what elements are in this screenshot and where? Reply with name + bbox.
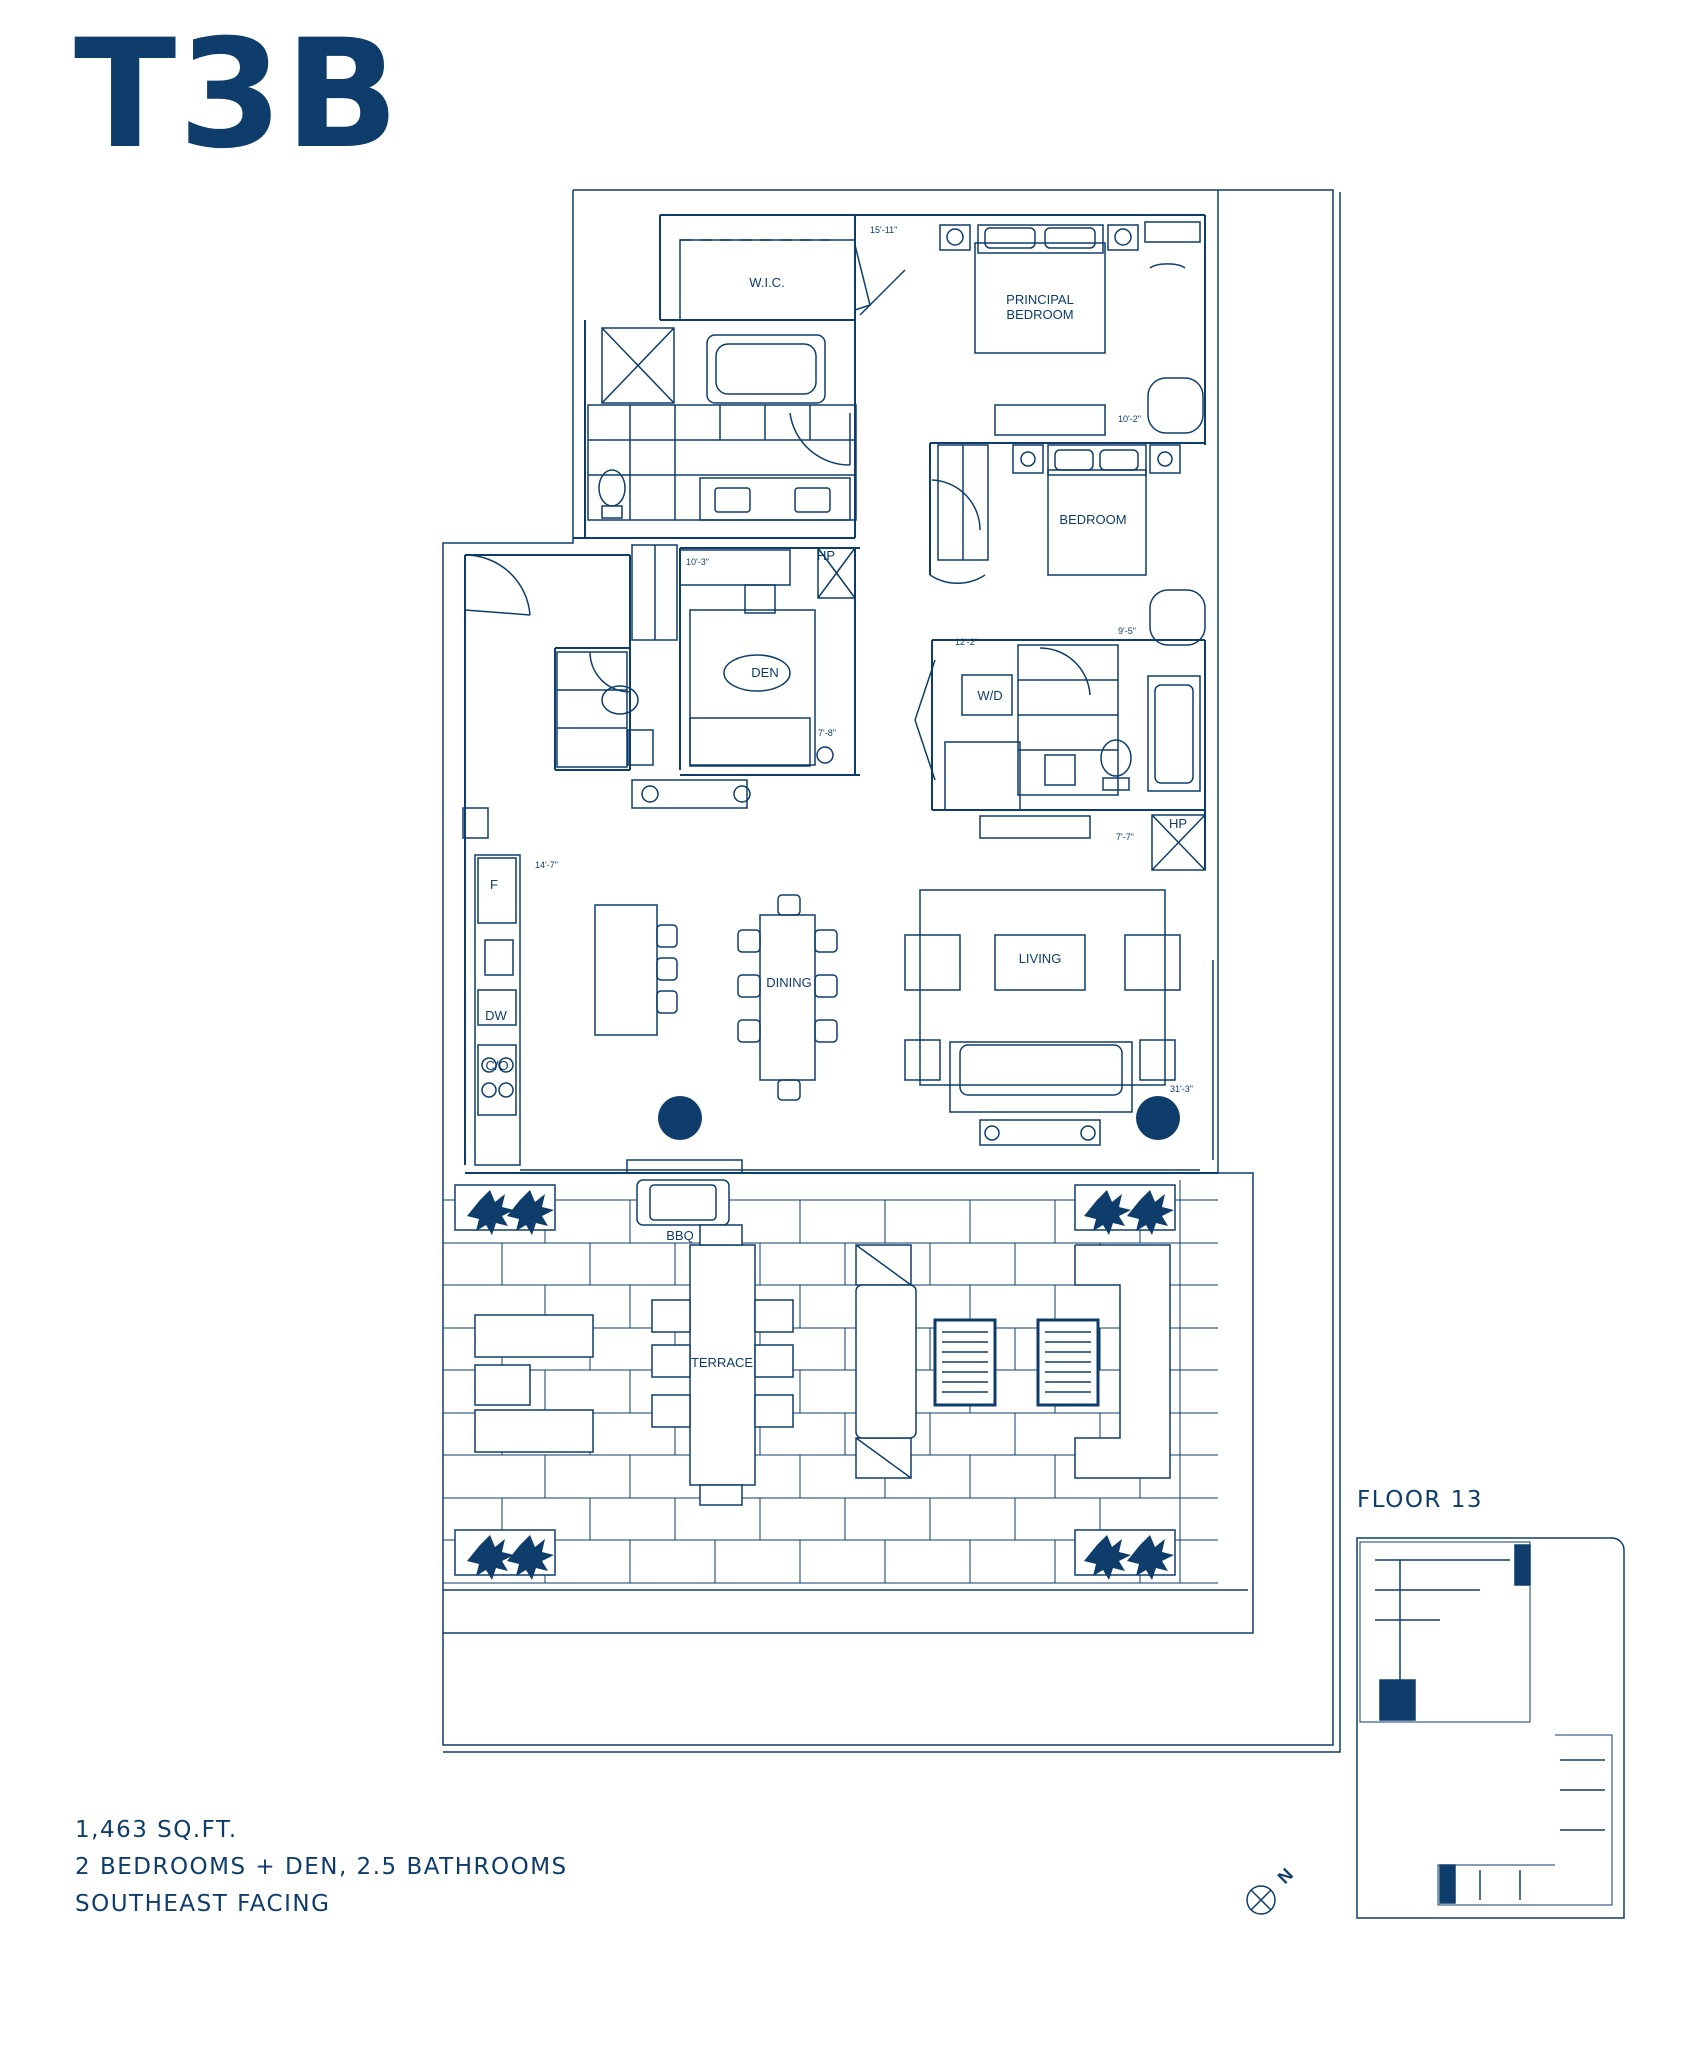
label-hp-2: HP bbox=[1169, 816, 1187, 831]
unit-layout: 2 BEDROOMS + DEN, 2.5 BATHROOMS bbox=[75, 1854, 568, 1880]
dim-principal: 15'-11" bbox=[870, 225, 897, 235]
exterior-walls bbox=[442, 189, 1341, 1753]
label-cooktop: C/O bbox=[485, 1058, 508, 1073]
bedroom-furniture bbox=[929, 444, 1206, 646]
key-plan-label: FLOOR 13 bbox=[1357, 1487, 1483, 1513]
entry-door-swing bbox=[464, 554, 531, 616]
label-bedroom: BEDROOM bbox=[1059, 512, 1126, 527]
north-compass bbox=[1246, 1885, 1276, 1915]
unit-title: T3B bbox=[74, 8, 402, 182]
den-furniture bbox=[679, 547, 856, 767]
den-shelf bbox=[631, 779, 748, 809]
dim-living: 31'-3" bbox=[1170, 1084, 1193, 1094]
label-bbq: BBQ bbox=[666, 1228, 693, 1243]
dim-bedroom-length: 9'-5" bbox=[1118, 626, 1136, 636]
dining-table bbox=[737, 894, 838, 1101]
column-left bbox=[658, 1096, 702, 1140]
principal-ensuite bbox=[587, 327, 857, 521]
second-bathroom bbox=[914, 644, 1201, 811]
principal-bedroom-furniture bbox=[859, 221, 1204, 436]
planter-plants bbox=[467, 1190, 1174, 1580]
dim-kitchen: 14'-7" bbox=[535, 860, 558, 870]
column-right bbox=[1136, 1096, 1180, 1140]
kitchen bbox=[462, 807, 678, 1166]
key-plan bbox=[1356, 1537, 1625, 1919]
label-wd: W/D bbox=[977, 688, 1002, 703]
label-dishwasher: DW bbox=[485, 1008, 507, 1023]
label-den: DEN bbox=[751, 665, 778, 680]
hall-shelf bbox=[979, 815, 1091, 839]
hp-closet-2 bbox=[1151, 814, 1206, 871]
label-hp-1: HP bbox=[817, 548, 835, 563]
label-terrace: TERRACE bbox=[691, 1355, 753, 1370]
terrace-furniture bbox=[454, 1179, 1176, 1576]
dim-laundry: 12'-2" bbox=[955, 637, 978, 647]
interior-walls bbox=[464, 214, 1218, 1174]
dim-den-length: 7'-8" bbox=[818, 728, 836, 738]
living-furniture bbox=[904, 889, 1214, 1160]
dim-den-width: 10'-3" bbox=[686, 557, 709, 567]
label-living: LIVING bbox=[1019, 951, 1062, 966]
label-dining: DINING bbox=[766, 975, 812, 990]
unit-area: 1,463 SQ.FT. bbox=[75, 1817, 238, 1843]
dim-bath-hall: 7'-7" bbox=[1116, 832, 1134, 842]
compass-label: N bbox=[1274, 1864, 1297, 1887]
terrace-tiles bbox=[443, 1180, 1218, 1584]
label-wic: W.I.C. bbox=[749, 275, 784, 290]
label-principal-2: BEDROOM bbox=[1006, 307, 1073, 322]
label-principal-1: PRINCIPAL bbox=[1006, 292, 1074, 307]
dim-bedroom-width: 10'-2" bbox=[1118, 414, 1141, 424]
powder-room bbox=[556, 544, 678, 768]
unit-facing: SOUTHEAST FACING bbox=[75, 1891, 331, 1917]
label-fridge: F bbox=[490, 877, 498, 892]
